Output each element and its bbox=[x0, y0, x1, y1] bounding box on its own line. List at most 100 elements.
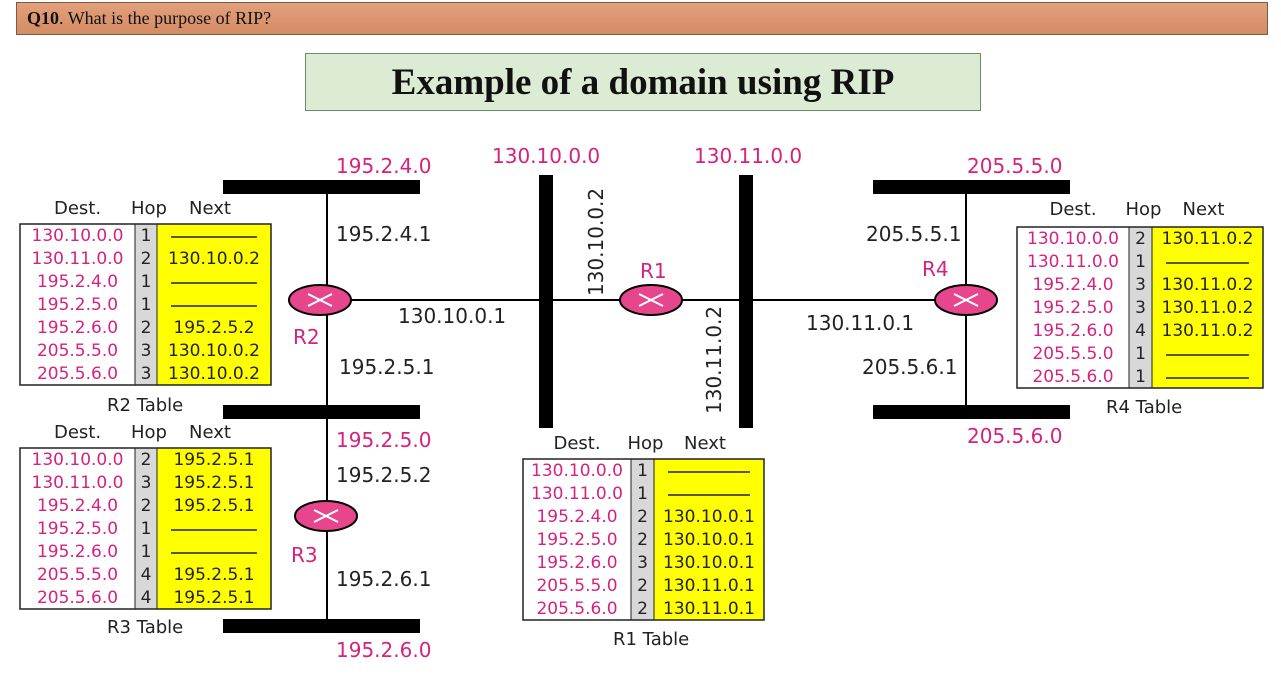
next-column bbox=[157, 448, 271, 609]
table-cell-dest: 205.5.6.0 bbox=[536, 599, 617, 619]
network-label: 195.2.4.0 bbox=[336, 154, 431, 178]
table-cell-dest: 205.5.6.0 bbox=[1032, 367, 1113, 387]
table-cell-dest: 130.11.0.0 bbox=[531, 484, 623, 504]
dest-column bbox=[20, 448, 135, 609]
router-r4 bbox=[934, 284, 998, 316]
table-cell-hop: 1 bbox=[637, 484, 648, 504]
bus-195-2-4 bbox=[223, 180, 420, 194]
interface-label: 205.5.5.1 bbox=[866, 222, 961, 246]
table-cell-hop: 1 bbox=[1135, 367, 1146, 387]
bus-130-10 bbox=[539, 175, 553, 428]
table-cell-next: 130.10.0.1 bbox=[663, 507, 755, 527]
dest-column bbox=[1017, 227, 1129, 388]
network-label: 205.5.6.0 bbox=[967, 424, 1062, 448]
router-r3-label: R3 bbox=[291, 543, 318, 567]
hop-header: Hop bbox=[628, 433, 664, 454]
table-cell-hop: 2 bbox=[1135, 229, 1146, 249]
table-cell-hop: 1 bbox=[1135, 252, 1146, 272]
table-cell-hop: 2 bbox=[637, 576, 648, 596]
table-border bbox=[19, 447, 272, 610]
dest-header: Dest. bbox=[553, 433, 600, 454]
next-header: Next bbox=[189, 422, 231, 443]
next-column bbox=[157, 224, 271, 385]
hop-column bbox=[135, 448, 157, 609]
table-cell-dest: 195.2.5.0 bbox=[1032, 298, 1113, 318]
network-label: 205.5.5.0 bbox=[967, 154, 1062, 178]
next-header: Next bbox=[1183, 199, 1225, 220]
dest-column bbox=[523, 459, 631, 620]
table-cell-hop: 4 bbox=[141, 565, 152, 585]
table-cell-next: 130.10.0.2 bbox=[168, 341, 260, 361]
hop-column bbox=[631, 459, 654, 620]
router-r2-label: R2 bbox=[293, 325, 320, 349]
router-r1 bbox=[619, 284, 683, 316]
table-cell-hop: 1 bbox=[637, 461, 648, 481]
table-cell-hop: 2 bbox=[637, 530, 648, 550]
next-column bbox=[1152, 227, 1263, 388]
table-cell-next: 130.10.0.2 bbox=[168, 364, 260, 384]
interface-label: 195.2.4.1 bbox=[336, 222, 431, 246]
table-cell-next: 195.2.5.1 bbox=[173, 450, 254, 470]
table-cell-hop: 3 bbox=[1135, 298, 1146, 318]
table-cell-next: 130.10.0.2 bbox=[168, 249, 260, 269]
network-label: 195.2.5.0 bbox=[336, 428, 431, 452]
table-cell-dest: 195.2.4.0 bbox=[1032, 275, 1113, 295]
table-cell-hop: 1 bbox=[1135, 344, 1146, 364]
table-cell-dest: 130.10.0.0 bbox=[531, 461, 623, 481]
table-cell-hop: 1 bbox=[141, 226, 152, 246]
table-cell-dest: 195.2.6.0 bbox=[37, 318, 118, 338]
table-caption: R1 Table bbox=[613, 629, 689, 650]
interface-label: 130.11.0.2 bbox=[702, 306, 726, 414]
bus-195-2-5 bbox=[223, 405, 420, 419]
table-cell-hop: 3 bbox=[141, 341, 152, 361]
table-cell-dest: 195.2.6.0 bbox=[37, 542, 118, 562]
interface-label: 195.2.6.1 bbox=[336, 567, 431, 591]
table-cell-hop: 2 bbox=[141, 318, 152, 338]
hop-column bbox=[135, 224, 157, 385]
network-label: 130.11.0.0 bbox=[694, 144, 802, 168]
table-cell-dest: 195.2.5.0 bbox=[37, 295, 118, 315]
dest-column bbox=[20, 224, 135, 385]
dest-header: Dest. bbox=[54, 422, 101, 443]
bus-205-5-5 bbox=[873, 180, 1070, 194]
router-r4-label: R4 bbox=[922, 257, 949, 281]
table-cell-dest: 195.2.6.0 bbox=[536, 553, 617, 573]
hop-column bbox=[1129, 227, 1152, 388]
table-cell-hop: 2 bbox=[141, 496, 152, 516]
table-cell-next: 130.11.0.2 bbox=[1162, 229, 1254, 249]
table-border bbox=[1016, 226, 1264, 389]
table-cell-hop: 4 bbox=[141, 588, 152, 608]
table-cell-dest: 130.10.0.0 bbox=[32, 450, 124, 470]
table-cell-hop: 1 bbox=[141, 272, 152, 292]
table-cell-next: 130.11.0.2 bbox=[1162, 321, 1254, 341]
table-cell-next: 195.2.5.1 bbox=[173, 588, 254, 608]
table-cell-dest: 205.5.5.0 bbox=[1032, 344, 1113, 364]
table-cell-hop: 3 bbox=[637, 553, 648, 573]
table-cell-hop: 3 bbox=[141, 473, 152, 493]
table-caption: R4 Table bbox=[1106, 397, 1182, 418]
table-cell-dest: 195.2.4.0 bbox=[536, 507, 617, 527]
table-cell-next: 130.11.0.2 bbox=[1162, 298, 1254, 318]
table-cell-next: 195.2.5.1 bbox=[173, 565, 254, 585]
interface-label: 130.11.0.1 bbox=[806, 311, 914, 335]
table-cell-hop: 3 bbox=[1135, 275, 1146, 295]
router-r2 bbox=[288, 284, 352, 316]
next-column bbox=[654, 459, 764, 620]
table-cell-hop: 2 bbox=[637, 507, 648, 527]
table-cell-hop: 1 bbox=[141, 519, 152, 539]
hop-header: Hop bbox=[131, 198, 167, 219]
bus-130-11 bbox=[739, 175, 753, 428]
dest-header: Dest. bbox=[54, 198, 101, 219]
table-cell-next: 130.10.0.1 bbox=[663, 553, 755, 573]
table-caption: R2 Table bbox=[107, 395, 183, 416]
next-header: Next bbox=[684, 433, 726, 454]
table-cell-next: 130.10.0.1 bbox=[663, 530, 755, 550]
bus-195-2-6 bbox=[223, 619, 420, 633]
table-cell-next: 195.2.5.1 bbox=[173, 473, 254, 493]
table-cell-next: 130.11.0.1 bbox=[663, 576, 755, 596]
interface-label: 130.10.0.1 bbox=[398, 304, 506, 328]
table-caption: R3 Table bbox=[107, 617, 183, 638]
hop-header: Hop bbox=[131, 422, 167, 443]
page-title: Example of a domain using RIP bbox=[305, 53, 981, 111]
